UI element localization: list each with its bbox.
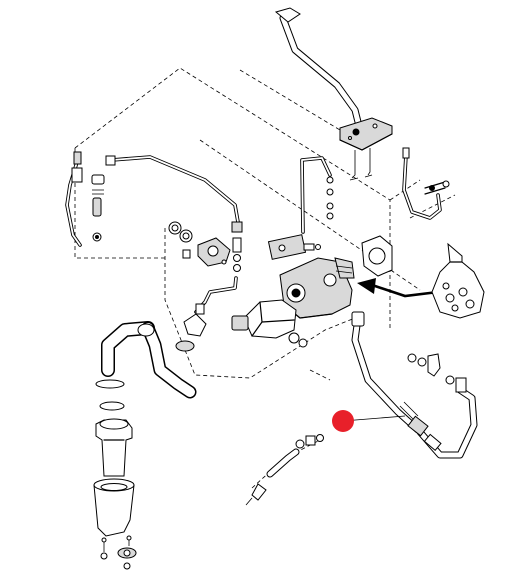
direction-arrow-icon: [357, 278, 440, 298]
left-suction-hose: [95, 321, 197, 411]
red-dot-icon: [332, 410, 354, 432]
small-drain-hose: [245, 434, 324, 506]
strainer-tube: [95, 418, 133, 477]
hydraulic-pump: [231, 234, 355, 348]
left-upper-hose: [65, 151, 105, 247]
filler-cap-icon: [274, 7, 301, 23]
right-small-hose: [402, 147, 450, 220]
gasket-plate: [361, 235, 393, 277]
suction-elbow-fitting: [175, 303, 207, 352]
assembly-dashed-frame: [74, 67, 456, 489]
filler-tube-assembly: [274, 7, 393, 181]
location-marker: [332, 410, 406, 432]
bottom-fasteners: [100, 535, 137, 570]
filter-housing: [93, 478, 135, 537]
bent-tube: [300, 156, 334, 234]
steel-pipe: [105, 155, 243, 314]
right-bent-hose: [351, 311, 478, 459]
parts-bag-icon: [431, 242, 485, 319]
pump-flange-parts: [168, 221, 231, 267]
